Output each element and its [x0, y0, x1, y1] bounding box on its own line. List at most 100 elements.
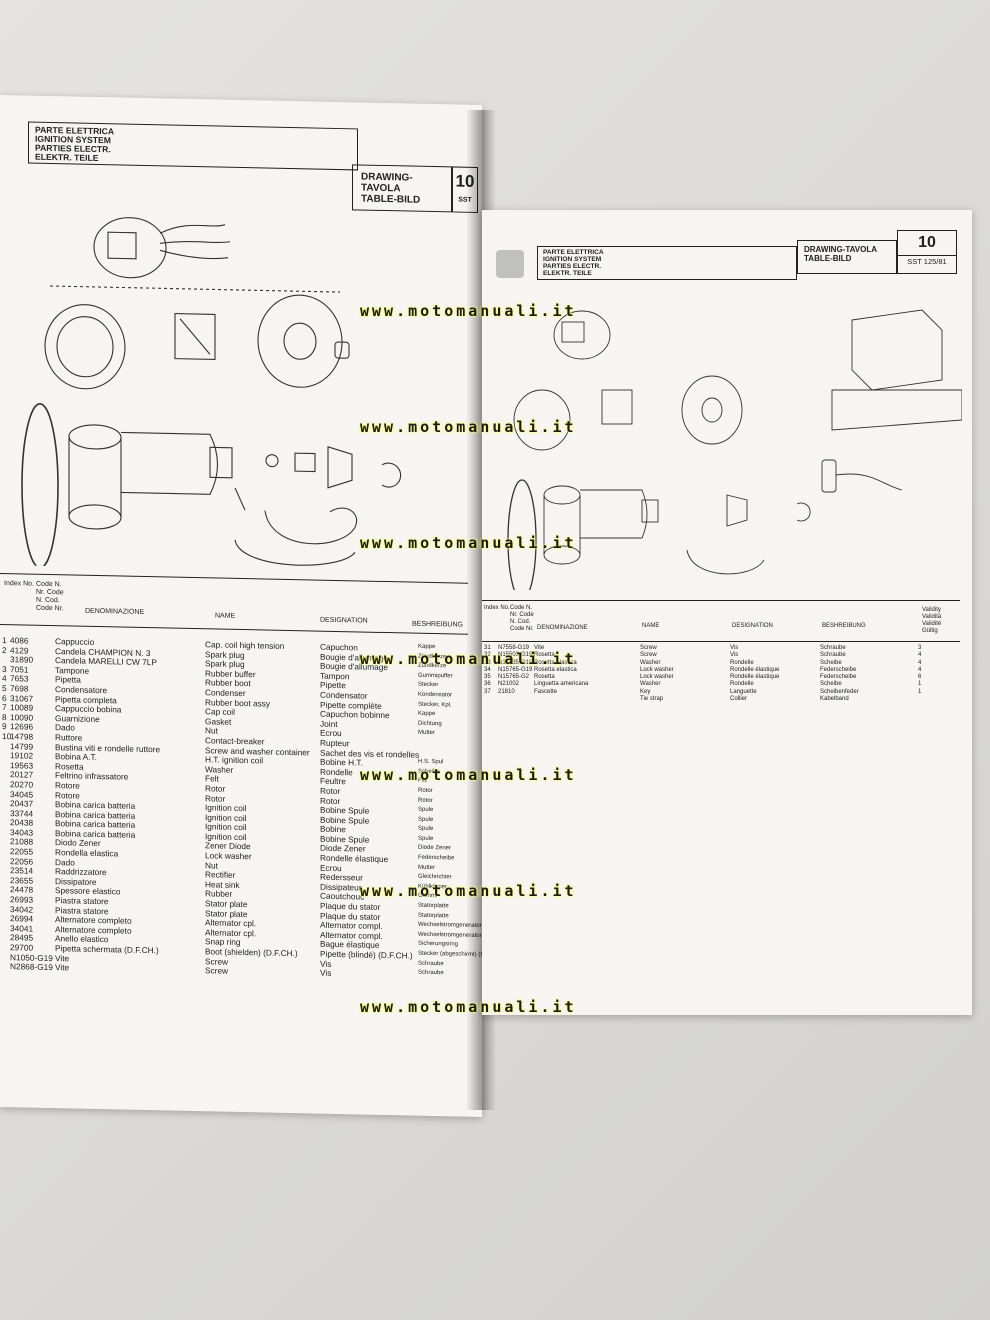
cell-bes: Scheibenfeder: [820, 688, 859, 695]
cell-idx: 7: [2, 702, 7, 713]
cell-name: Tie strap: [640, 696, 664, 703]
cell-name: Washer: [640, 659, 661, 666]
cell-den: Rosetta: [534, 674, 555, 681]
left-exploded-diagram: [21, 217, 402, 569]
right-col-name: NAME: [642, 623, 660, 629]
cell-bes: Dichtung: [418, 720, 442, 727]
cell-bes: Spule: [418, 806, 434, 814]
cell-code: N7558-G19: [498, 645, 530, 651]
cell-idx: 6: [2, 692, 7, 703]
cell-bes: Kabelband: [820, 696, 849, 703]
cell-idx: 8: [2, 711, 7, 722]
cell-idx: 9: [2, 721, 7, 732]
cell-bes: Stecker: [418, 682, 439, 689]
cell-bes: Statorplatte: [418, 902, 449, 910]
right-header-line: IGNITION SYSTEM: [543, 255, 602, 263]
cell-idx: 2: [2, 644, 7, 655]
cell-des: Rondelle élastique: [730, 674, 780, 681]
right-col-code: Code N.: [510, 605, 533, 611]
watermark-text: www.motomanuali.it: [360, 882, 577, 900]
cell-name: Screw: [205, 965, 229, 976]
cell-name: Washer: [640, 681, 661, 688]
right-table-number-value: 10: [918, 234, 936, 251]
cell-bes: Kondensator: [418, 691, 453, 699]
cell-code: N15765-G2: [498, 674, 530, 681]
left-section-header: PARTE ELETTRICA IGNITION SYSTEM PARTIES …: [28, 121, 358, 171]
cell-bes: Rotor: [418, 797, 433, 804]
cell-bes: Gleichrichter: [418, 873, 452, 881]
cell-idx: 37: [484, 688, 491, 695]
cell-bes: Spule: [418, 835, 434, 842]
cell-bes: Sicherungsring: [418, 941, 459, 948]
cell-bes: Spule: [418, 825, 434, 833]
right-col-beschreibung: BESHREIBUNG: [822, 623, 866, 629]
cell-bes: Stecker, Kpl.: [418, 701, 452, 708]
right-header-line: PARTE ELETTRICA: [543, 249, 604, 256]
cell-bes: Federscheibe: [820, 666, 857, 673]
left-col-index: Index No.: [4, 580, 34, 588]
left-col-code: Code Nr.: [36, 604, 64, 613]
right-col-validity: Validity: [922, 607, 941, 613]
left-col-code: N. Cod.: [36, 596, 60, 605]
cell-bes: Schraube: [820, 645, 846, 651]
cell-des: Rondelle: [730, 659, 754, 666]
cell-val: 4: [918, 652, 922, 659]
cell-den: Rosetta elastica: [534, 659, 577, 666]
cell-val: 4: [918, 666, 922, 673]
cell-bes: Schraube: [418, 960, 444, 967]
left-col-code: Code N.: [36, 580, 62, 589]
right-header-line: ELEKTR. TEILE: [543, 269, 592, 277]
table-row: 37 21810 Fascette Key Languette Scheibenfeder…: [482, 689, 960, 696]
watermark-text: www.motomanuali.it: [360, 418, 577, 436]
cell-des: Languette: [730, 688, 757, 695]
cell-idx: 32: [484, 652, 491, 659]
cell-code: 21810: [498, 688, 515, 695]
right-col-designation: DESIGNATION: [732, 623, 773, 629]
cell-idx: 4: [2, 673, 7, 684]
cell-idx: 36: [484, 681, 491, 688]
cell-den: Vite: [534, 645, 545, 651]
cell-idx: 35: [484, 674, 491, 681]
cell-bes: Scheibe: [820, 681, 842, 688]
right-table-number: 10 SST 125/81: [897, 230, 957, 274]
cell-den: Vite: [55, 962, 70, 973]
cell-code: N15635-G19: [498, 659, 533, 666]
right-model-label: SST 125/81: [898, 255, 956, 268]
cell-code: N2868-G19: [10, 961, 53, 973]
cell-bes: Federscheibe: [418, 854, 455, 862]
cell-idx: 1: [2, 634, 7, 646]
cell-den: Fascette: [534, 688, 558, 695]
watermark-text: www.motomanuali.it: [360, 766, 577, 784]
cell-des: Vis: [730, 645, 739, 651]
right-col-validity: Gültig: [922, 628, 938, 634]
cell-name: Key: [640, 688, 651, 695]
brand-logo: [496, 250, 524, 278]
right-drawing-line: TABLE-BILD: [804, 254, 852, 263]
cell-bes: H.S. Spul: [418, 758, 444, 766]
cell-des: Rondelle: [730, 681, 754, 688]
cell-des: Vis: [730, 652, 739, 659]
cell-code: N15503-G19: [498, 652, 533, 659]
cell-name: Lock washer: [640, 666, 674, 673]
cell-code: N15765-G19: [498, 666, 533, 673]
left-drawing-line: DRAWING-TAVOLA: [361, 171, 413, 195]
right-header-line: PARTIES ELECTR.: [543, 262, 602, 270]
cell-idx: 3: [2, 663, 7, 674]
right-col-index: Index No.: [484, 605, 510, 611]
cell-bes: Mutter: [418, 864, 436, 871]
right-col-code: N. Cod.: [510, 619, 531, 625]
watermark-text: www.motomanuali.it: [360, 650, 577, 668]
cell-bes: Schraube: [418, 969, 444, 977]
left-col-code: Nr. Code: [36, 588, 64, 597]
cell-den: Rosetta: [534, 652, 555, 659]
cell-val: 4: [918, 659, 922, 666]
left-page: PARTE ELETTRICA IGNITION SYSTEM PARTIES …: [0, 94, 503, 1118]
cell-den: Linguetta americana: [534, 681, 589, 688]
